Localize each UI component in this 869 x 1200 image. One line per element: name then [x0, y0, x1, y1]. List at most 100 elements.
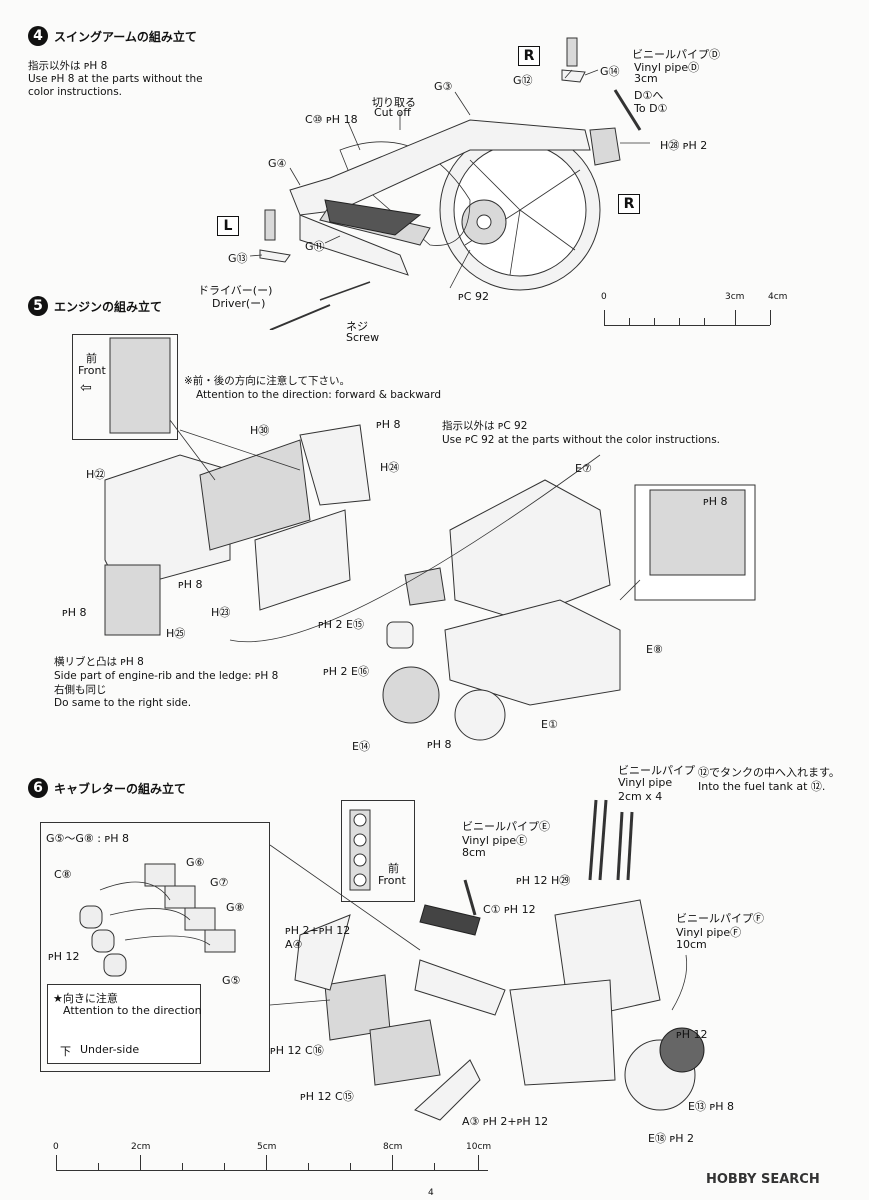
label-e1: E① — [541, 718, 558, 731]
label-to-d1-jp: D①へ — [634, 89, 664, 102]
label-h28: H㉘ ᴘH 2 — [660, 139, 708, 152]
step4-note-en-2: color instructions. — [28, 86, 123, 98]
step5-number: 5 — [28, 296, 48, 316]
label-g12: G⑫ — [513, 74, 533, 87]
scale-top-0: 0 — [601, 292, 607, 302]
front-jp-2: 前 — [388, 862, 399, 875]
label-to-d1-en: To D① — [634, 102, 668, 115]
label-ph8d: ᴘH 8 — [703, 495, 728, 508]
front-direction-box-2 — [341, 800, 415, 902]
front-en: Front — [78, 364, 106, 377]
same-note-en: Do same to the right side. — [54, 697, 192, 709]
step5-header: 5 エンジンの組み立て — [28, 296, 162, 316]
label-tank-jp: ⑫でタンクの中へ入れます。 — [698, 766, 840, 779]
label-c16: ᴘH 12 C⑯ — [270, 1044, 324, 1057]
swingarm-illustration — [249, 37, 650, 330]
step5-title: エンジンの組み立て — [54, 299, 163, 314]
step5-note-en: Use ᴘC 92 at the parts without the color… — [442, 434, 721, 446]
label-screw-jp: ネジ — [346, 320, 368, 333]
label-e8: E⑧ — [646, 643, 663, 656]
label-g5: G⑤ — [222, 974, 241, 987]
label-screw-en: Screw — [346, 331, 380, 344]
scale-top-3cm: 3cm — [725, 292, 745, 302]
label-vinyl-d-len: 3cm — [634, 72, 658, 85]
step4-number: 4 — [28, 26, 48, 46]
label-h22: H㉒ — [86, 468, 106, 481]
front-direction-box — [72, 334, 178, 440]
step4-title: スイングアームの組み立て — [54, 29, 197, 44]
label-driver-jp: ドライバー(ー) — [198, 284, 273, 297]
step4-note-jp: 指示以外は ᴘH 8 — [28, 60, 108, 72]
label-g4: G④ — [268, 157, 287, 170]
label-vinyl-len: 2cm x 4 — [618, 790, 663, 803]
watermark: HOBBY SEARCH — [706, 1172, 820, 1187]
badge-left: L — [217, 216, 239, 236]
scale-bottom-5cm: 5cm — [257, 1142, 277, 1152]
label-vinyl-f-jp: ビニールパイプⒻ — [676, 912, 764, 925]
label-vinyl-jp: ビニールパイプ — [618, 764, 695, 777]
label-e16: ᴘH 2 E⑯ — [323, 665, 369, 678]
label-e7: E⑦ — [575, 462, 592, 475]
label-c8: C⑧ — [54, 868, 72, 881]
badge-right-top: R — [518, 46, 540, 66]
label-a3: A③ ᴘH 2+ᴘH 12 — [462, 1115, 549, 1128]
label-e15: ᴘH 2 E⑮ — [318, 618, 364, 631]
label-g3: G③ — [434, 80, 453, 93]
label-g8: G⑧ — [226, 901, 245, 914]
step5-attention-jp: ※前・後の方向に注意して下さい。 — [184, 375, 350, 387]
label-h25: H㉕ — [166, 627, 186, 640]
arrow-left-icon: ⇦ — [80, 380, 92, 396]
rib-note-jp: 横リブと凸は ᴘH 8 — [54, 656, 144, 668]
rib-note-en: Side part of engine-rib and the ledge: ᴘ… — [54, 670, 279, 682]
label-vinyl-d-en: Vinyl pipeⒹ — [634, 61, 700, 74]
label-e14: E⑭ — [352, 740, 370, 753]
label-e18: E⑱ ᴘH 2 — [648, 1132, 694, 1145]
label-pc92: ᴘC 92 — [458, 290, 489, 303]
label-ph12: ᴘH 12 — [48, 950, 80, 963]
label-c1: C① ᴘH 12 — [483, 903, 536, 916]
label-g14: G⑭ — [600, 65, 620, 78]
page-number: 4 — [428, 1188, 434, 1198]
direction-box — [47, 984, 201, 1064]
scale-bottom-2cm: 2cm — [131, 1142, 151, 1152]
step6-title: キャブレターの組み立て — [54, 781, 187, 796]
badge-right: R — [618, 194, 640, 214]
step4-header: 4 スイングアームの組み立て — [28, 26, 197, 46]
front-jp: 前 — [86, 352, 97, 365]
label-g11: G⑪ — [305, 240, 325, 253]
label-h23: H㉓ — [211, 606, 231, 619]
step5-note-jp: 指示以外は ᴘC 92 — [442, 420, 528, 432]
underside-jp: 下 — [60, 1045, 71, 1058]
label-vinyl-f-en: Vinyl pipeⒻ — [676, 926, 742, 939]
direction-jp: ★向きに注意 — [53, 992, 118, 1005]
label-vinyl-e-len: 8cm — [462, 846, 486, 859]
front-en-2: Front — [378, 874, 406, 887]
label-vinyl-e-en: Vinyl pipeⒺ — [462, 834, 528, 847]
label-a4-paint: ᴘH 2+ᴘH 12 — [285, 924, 351, 937]
step6-number: 6 — [28, 778, 48, 798]
label-vinyl-d-jp: ビニールパイプⒹ — [632, 48, 720, 61]
label-h29: ᴘH 12 H㉙ — [516, 874, 571, 887]
scale-bottom-0: 0 — [53, 1142, 59, 1152]
label-vinyl-e-jp: ビニールパイプⒺ — [462, 820, 550, 833]
label-c15: ᴘH 12 C⑮ — [300, 1090, 354, 1103]
underside-en: Under-side — [80, 1043, 140, 1056]
step4-note-en-1: Use ᴘH 8 at the parts without the — [28, 73, 203, 85]
direction-en: Attention to the direction — [63, 1004, 202, 1017]
label-ph8a: ᴘH 8 — [376, 418, 401, 431]
carb-note-g: G⑤～G⑧ : ᴘH 8 — [46, 832, 130, 845]
scale-top-4cm: 4cm — [768, 292, 788, 302]
scale-bottom-10cm: 10cm — [466, 1142, 492, 1152]
label-cut-en: Cut off — [374, 106, 411, 119]
label-tank-en: Into the fuel tank at ⑫. — [698, 780, 826, 793]
label-h30: H㉚ — [250, 424, 270, 437]
label-vinyl-en: Vinyl pipe — [618, 776, 673, 789]
label-h24: H㉔ — [380, 461, 400, 474]
label-g7: G⑦ — [210, 876, 229, 889]
label-g6: G⑥ — [186, 856, 205, 869]
label-ph8b: ᴘH 8 — [178, 578, 203, 591]
label-ph8c: ᴘH 8 — [62, 606, 87, 619]
step6-header: 6 キャブレターの組み立て — [28, 778, 186, 798]
step5-attention-en: Attention to the direction: forward & ba… — [196, 389, 442, 401]
